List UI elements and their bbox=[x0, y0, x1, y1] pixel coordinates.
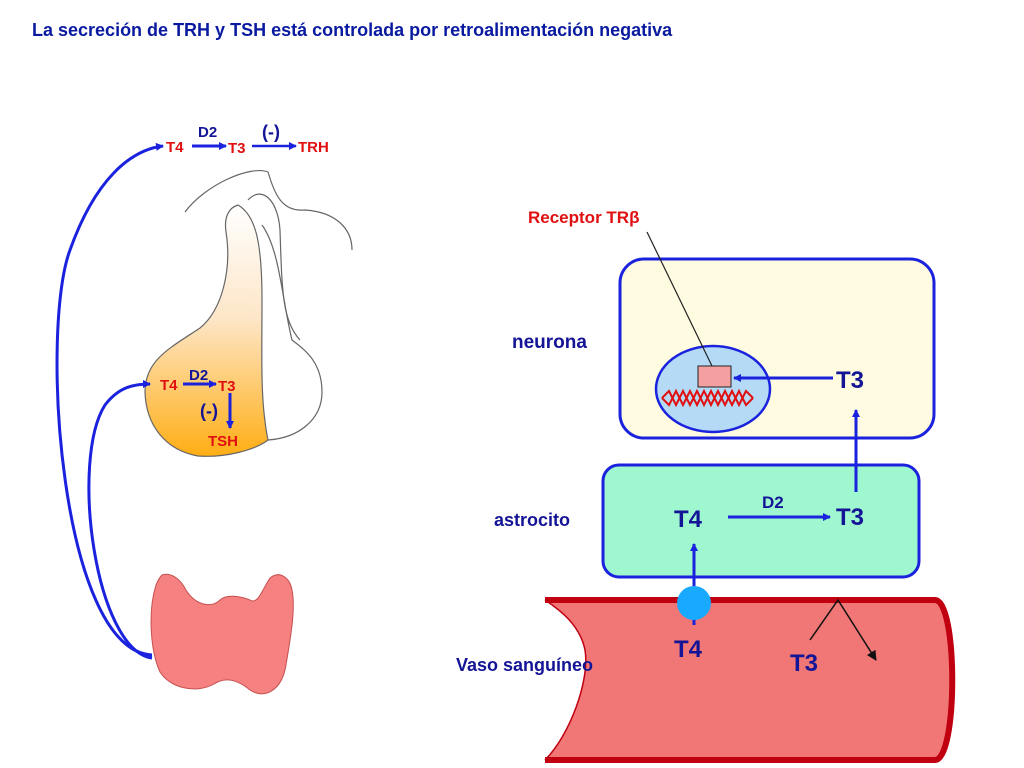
vessel-t4-label: T4 bbox=[674, 636, 703, 663]
receptor-pointer-line bbox=[646, 231, 713, 367]
pit-d2-label: D2 bbox=[189, 367, 208, 384]
neuron-label: neurona bbox=[512, 332, 587, 353]
neuron-cell bbox=[618, 257, 936, 440]
hypo-inhibit-label: (-) bbox=[262, 122, 280, 142]
pituitary-gland bbox=[144, 204, 323, 457]
thyroid-to-pituitary-arrow bbox=[87, 380, 153, 660]
neuron-nucleus bbox=[654, 344, 772, 434]
pit-inhibit-label: (-) bbox=[200, 401, 218, 421]
thyroid-to-hypothalamus-arrow bbox=[55, 142, 164, 657]
astro-t4-label: T4 bbox=[674, 506, 703, 533]
thyroid-gland bbox=[150, 573, 294, 695]
astro-t3-label: T3 bbox=[836, 504, 864, 531]
transport-arrows bbox=[677, 374, 877, 661]
vessel-label: Vaso sanguíneo bbox=[456, 655, 593, 675]
hypothalamus-reaction: T4 D2 T3 (-) TRH bbox=[166, 122, 329, 157]
hypothalamus-outline bbox=[184, 170, 353, 341]
slide-title: La secreción de TRH y TSH está controlad… bbox=[32, 20, 673, 40]
astrocyte-label: astrocito bbox=[494, 510, 570, 530]
astro-d2-label: D2 bbox=[762, 493, 784, 512]
receptor-label: Receptor TRβ bbox=[528, 208, 639, 227]
right-panel-labels: Receptor TRβ neurona T3 astrocito T4 D2 … bbox=[456, 208, 864, 677]
receptor-box bbox=[697, 365, 732, 388]
hypo-d2-label: D2 bbox=[198, 124, 217, 141]
feedback-arrows bbox=[55, 142, 164, 660]
blood-vessel bbox=[544, 597, 956, 763]
vessel-t3-label: T3 bbox=[790, 650, 818, 677]
pit-t4-label: T4 bbox=[160, 377, 178, 394]
pit-tsh-label: TSH bbox=[208, 433, 238, 450]
hypo-t4-label: T4 bbox=[166, 139, 184, 156]
transporter-dot bbox=[677, 586, 711, 620]
vessel-t3-exit-arrows bbox=[809, 598, 877, 661]
hypo-t3-label: T3 bbox=[228, 140, 246, 157]
neuron-t3-label: T3 bbox=[836, 367, 864, 394]
astrocyte-cell bbox=[601, 463, 921, 579]
hypo-trh-label: TRH bbox=[298, 139, 329, 156]
pit-t3-label: T3 bbox=[218, 378, 236, 395]
pituitary-reaction: T4 D2 T3 (-) TSH bbox=[160, 367, 238, 450]
